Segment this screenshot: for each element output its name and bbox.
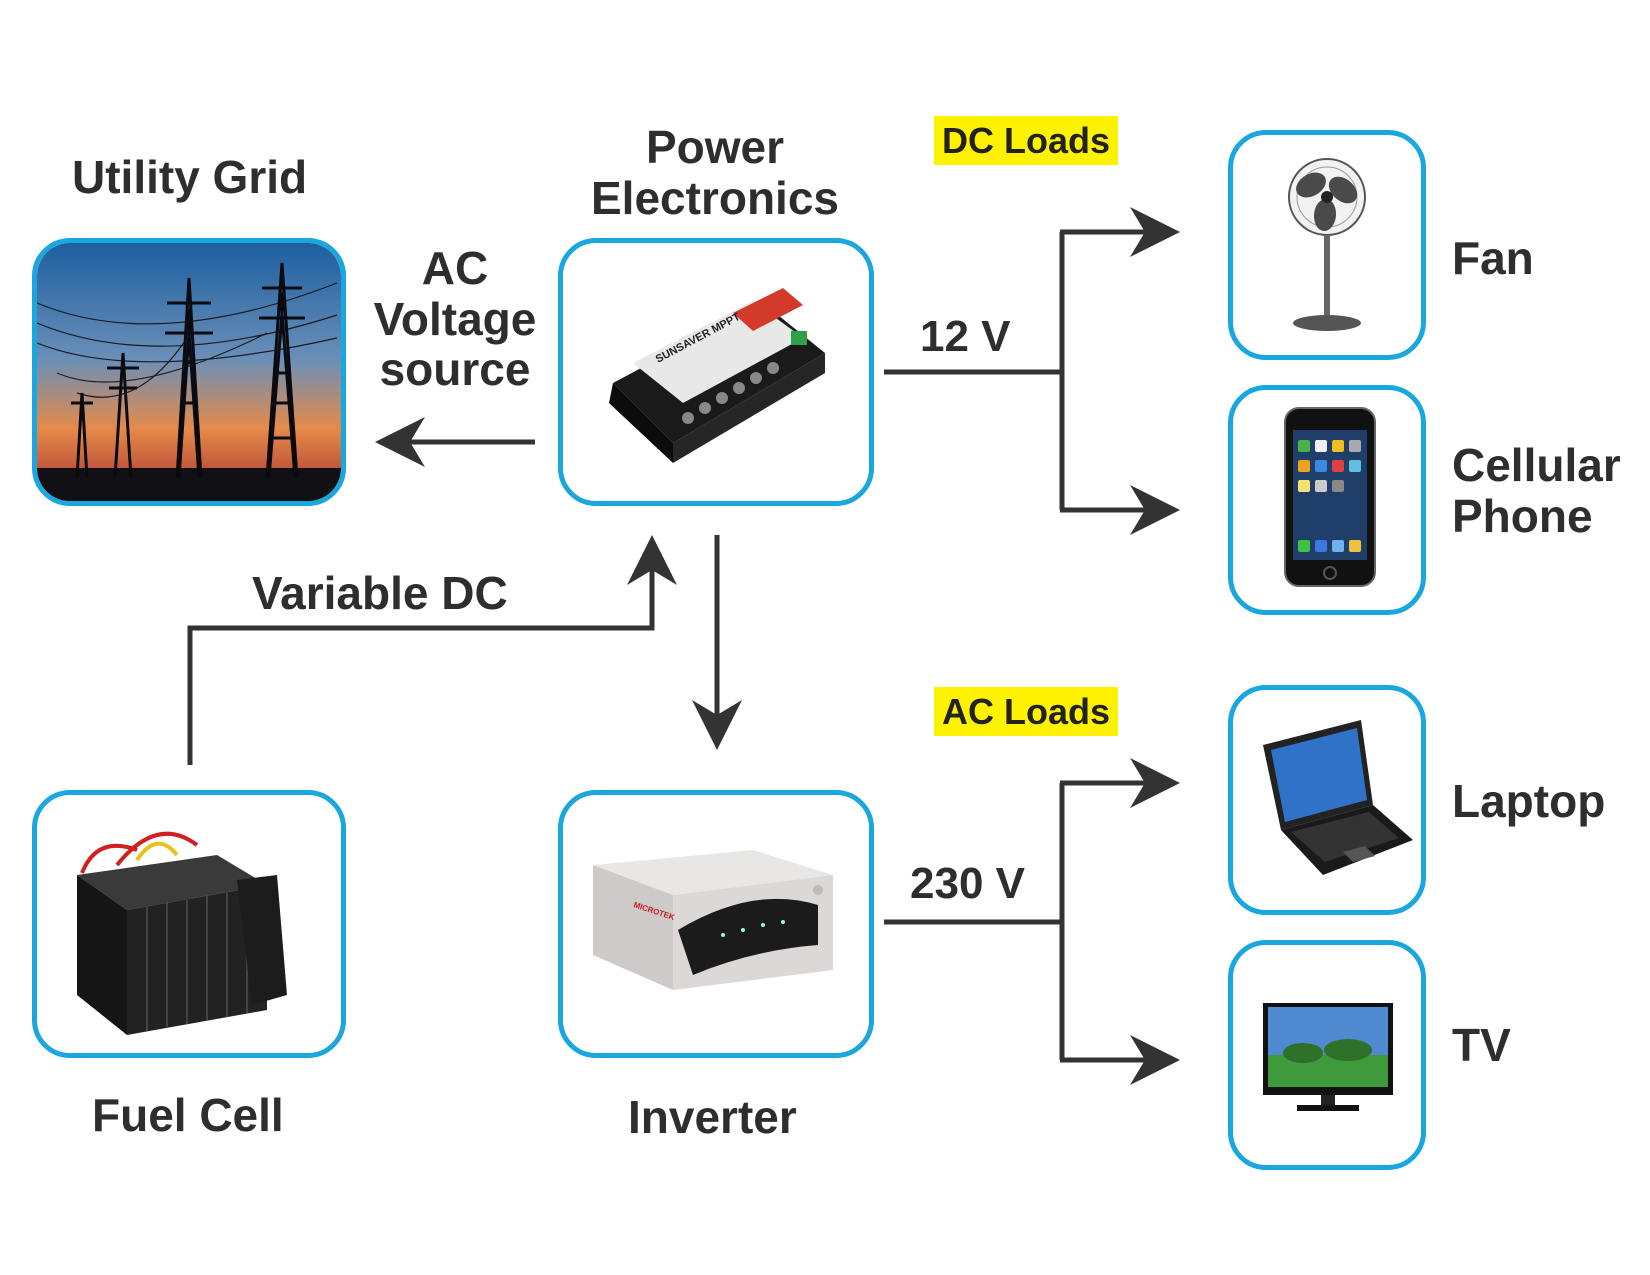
variable-dc-label: Variable DC	[252, 567, 508, 619]
fan-box	[1228, 130, 1426, 360]
utility-grid-label: Utility Grid	[72, 151, 308, 203]
ac-voltage-source-label: AC Voltage source	[370, 243, 540, 395]
ac-loads-tag: AC Loads	[934, 687, 1119, 736]
phone-icon	[1284, 407, 1376, 587]
phone-line-2: Phone	[1452, 489, 1593, 542]
laptop-icon	[1263, 720, 1413, 875]
fuel-cell-label: Fuel Cell	[92, 1089, 284, 1141]
fan-label: Fan	[1452, 232, 1534, 284]
dc-loads-tag: DC Loads	[934, 116, 1119, 165]
laptop-label: Laptop	[1452, 775, 1606, 827]
ac-source-line-2: Voltage	[373, 292, 537, 345]
cellular-phone-label: Cellular Phone	[1452, 440, 1621, 541]
tv-icon	[1263, 1003, 1393, 1111]
voltage-230v-label: 230 V	[910, 859, 1025, 908]
fan-icon	[1288, 158, 1366, 331]
power-electronics-label: Power Electronics	[560, 122, 870, 223]
tv-box	[1228, 940, 1426, 1170]
power-tower-icon	[37, 243, 341, 501]
arrow-fuelcell-to-pe	[187, 535, 677, 765]
inverter-box: MICROTEK	[558, 790, 874, 1058]
power-electronics-line-2: Electronics	[591, 171, 839, 224]
inverter-icon: MICROTEK	[593, 850, 833, 990]
phone-box	[1228, 385, 1426, 615]
charge-controller-icon: SUNSAVER MPPT	[609, 288, 825, 463]
utility-grid-box	[32, 238, 346, 506]
voltage-12v-label: 12 V	[920, 312, 1011, 361]
power-electronics-line-1: Power	[645, 121, 785, 173]
ac-source-line-1: AC	[421, 242, 489, 294]
phone-line-1: Cellular	[1452, 439, 1621, 491]
fuel-cell-icon	[77, 831, 287, 1035]
tv-label: TV	[1452, 1019, 1511, 1071]
ac-source-line-3: source	[379, 343, 531, 396]
laptop-box	[1228, 685, 1426, 915]
inverter-label: Inverter	[628, 1091, 797, 1143]
fuel-cell-box	[32, 790, 346, 1058]
power-electronics-box: SUNSAVER MPPT	[558, 238, 874, 506]
